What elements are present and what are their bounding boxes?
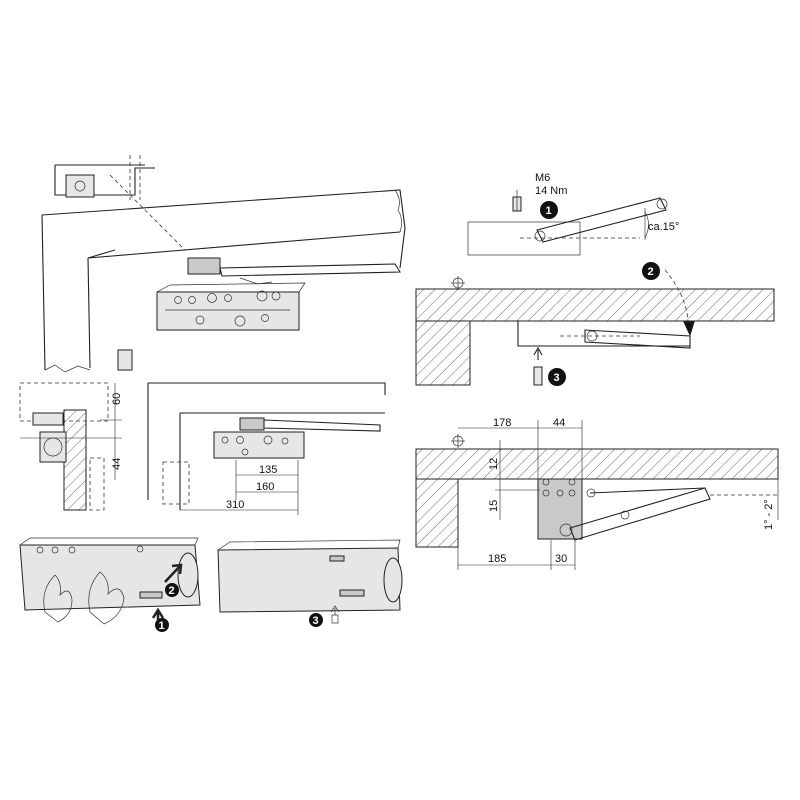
dim-135-label: 135 [259,464,277,476]
step-1-badge-top: 1 [546,205,552,217]
step-3-badge-cover: 3 [313,615,319,627]
angle-label: ca.15° [648,221,679,233]
dim-15-label: 15 [488,500,500,512]
bracket-detail [54,155,186,251]
dim-310-label: 310 [226,499,244,511]
front-elevation-view: 135 160 310 [147,382,386,515]
side-section-view: 60 44 [19,382,123,511]
step-1-badge: 1 [159,620,165,632]
dim-44-label: 44 [111,458,123,470]
right-hand-icon [88,571,125,625]
step-3-badge-right: 3 [554,372,560,384]
step-2-badge: 2 [169,585,175,597]
angle-1-2-label: 1° - 2° [763,499,775,530]
mounting-plate [187,257,221,275]
perspective-frame-view [41,155,406,373]
assembled-closer-view: 3 [217,539,403,627]
dim-12-label: 12 [488,458,500,470]
dim-60-label: 60 [111,393,123,405]
dimensioned-overhead-view: 178 44 12 15 185 30 1° - 2° [415,417,780,570]
step-2-badge-right: 2 [648,266,654,278]
left-hand-icon [43,574,73,623]
cover-removal-view: 1 2 [19,537,201,632]
closer-body-front [213,431,305,459]
screw-size-label: M6 [535,172,550,184]
arm-angle-view: ca.15° M6 14 Nm 1 [467,172,679,256]
arm-top [536,197,667,243]
dim-44-right-label: 44 [553,417,565,429]
dim-185-label: 185 [488,553,506,565]
arm-perspective [219,263,401,277]
screw-torque-label: 14 Nm [535,185,567,197]
dim-30-label: 30 [555,553,567,565]
closer-assembled [217,547,401,613]
closer-body-perspective [156,291,300,331]
overhead-arm-view: 2 3 [415,262,775,386]
dim-178-label: 178 [493,417,511,429]
dim-160-label: 160 [256,481,274,493]
arm-dimensioned [569,487,711,541]
arm-overhead [584,329,691,349]
closer-cover [19,544,201,611]
